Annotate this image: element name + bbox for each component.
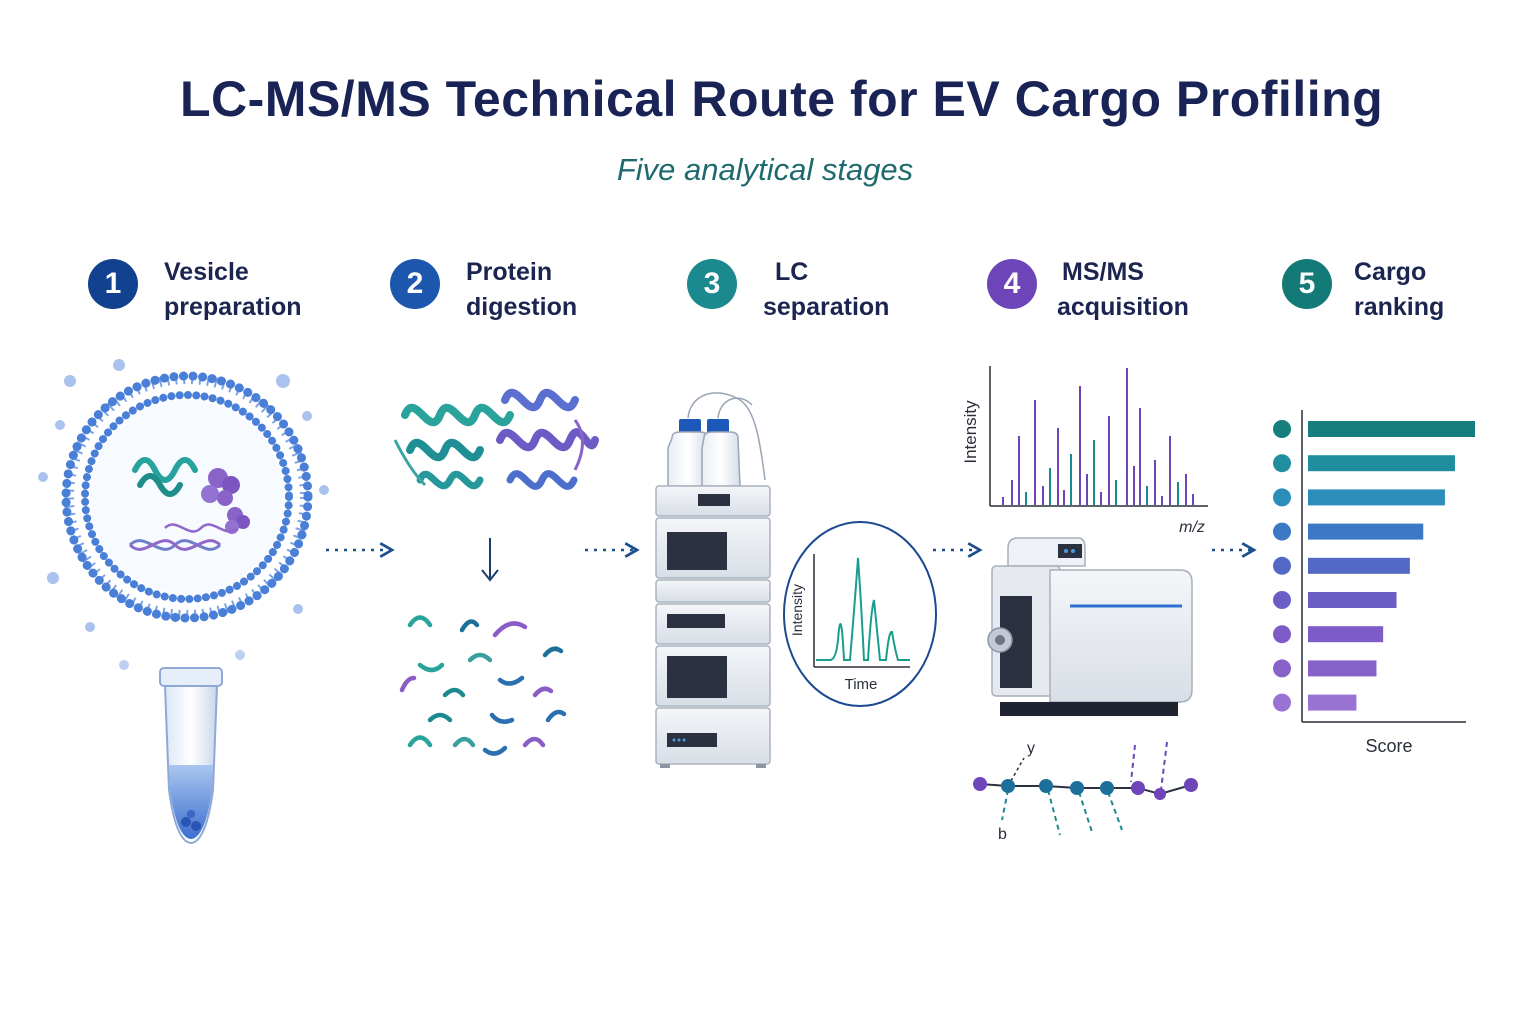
ranking-dot <box>1273 659 1291 678</box>
ranking-bar <box>1308 592 1397 608</box>
ranking-dot <box>1273 556 1291 575</box>
step-5-badge: 5 <box>1282 259 1332 309</box>
step-3-badge: 3 <box>687 259 737 309</box>
step-4-label: MS/MS acquisition <box>1057 255 1189 325</box>
step-5-label: Cargo ranking <box>1354 255 1444 325</box>
step-2: 2 Protein digestion <box>390 255 577 325</box>
ranking-chart: Score <box>1273 410 1475 756</box>
page-title: LC-MS/MS Technical Route for EV Cargo Pr… <box>180 71 1384 127</box>
lc-instrument <box>655 392 771 768</box>
step-1-label-line1: Vesicle <box>164 258 249 286</box>
step-4-label-line1: MS/MS <box>1062 258 1144 286</box>
ranking-dot <box>1273 488 1291 507</box>
vesicle-illustration <box>38 359 329 670</box>
spectrum-y-label: Intensity <box>961 400 980 464</box>
chromatogram-x-label: Time <box>845 676 878 693</box>
step-4-badge: 4 <box>987 259 1037 309</box>
ranking-dot <box>1273 625 1291 644</box>
ranking-bar <box>1308 626 1384 643</box>
step-1-label: Vesicle preparation <box>164 255 302 325</box>
ranking-dot <box>1273 454 1291 473</box>
step-4: 4 MS/MS acquisition <box>987 255 1189 325</box>
chromatogram-y-label: Intensity <box>789 584 805 636</box>
protein-illustration <box>393 388 599 490</box>
step-2-label-line2: digestion <box>466 293 578 321</box>
ranking-bar <box>1308 694 1357 711</box>
ranking-dot <box>1273 693 1291 712</box>
ranking-dot <box>1273 591 1291 609</box>
ranking-bar <box>1308 557 1410 574</box>
page-subtitle: Five analytical stages <box>616 152 914 187</box>
step-1-badge: 1 <box>88 259 138 309</box>
step-4-label-line2: acquisition <box>1057 293 1189 321</box>
step-3-label-line1: LC <box>775 258 809 286</box>
chromatogram-inset: Intensity Time <box>783 521 937 707</box>
step-2-label-line1: Protein <box>466 258 553 286</box>
ranking-bars <box>1273 420 1475 712</box>
spectrum-peaks <box>1002 368 1194 505</box>
ranking-dot <box>1273 522 1291 541</box>
step-1-label-line2: preparation <box>164 293 302 321</box>
step-3-label: LC separation <box>763 255 889 325</box>
sample-tube <box>159 667 223 845</box>
peptides-illustration <box>399 615 567 756</box>
spectrum-x-label: m/z <box>1179 519 1205 536</box>
step-2-badge: 2 <box>390 259 440 309</box>
digestion-arrow <box>481 538 499 582</box>
ranking-bar <box>1308 660 1377 677</box>
step-3-label-line2: separation <box>763 293 890 321</box>
step-5: 5 Cargo ranking <box>1282 255 1444 325</box>
ms-instrument <box>987 537 1193 716</box>
ms-spectrum: Intensity m/z <box>961 366 1208 536</box>
ranking-bar <box>1308 489 1445 506</box>
ranking-bar <box>1308 421 1475 437</box>
ranking-bar <box>1308 455 1455 472</box>
fragment-y-label: y <box>1027 740 1035 757</box>
step-5-label-line2: ranking <box>1354 293 1445 321</box>
step-5-label-line1: Cargo <box>1354 258 1427 286</box>
ranking-bar <box>1308 523 1424 540</box>
ranking-x-label: Score <box>1365 736 1412 756</box>
step-2-label: Protein digestion <box>466 255 577 325</box>
chromatogram-trace <box>816 557 910 661</box>
ranking-dot <box>1273 420 1291 438</box>
fragmentation-diagram: y b <box>973 740 1198 843</box>
fragment-b-label: b <box>998 826 1007 843</box>
step-3: 3 LC separation <box>687 255 889 325</box>
step-1: 1 Vesicle preparation <box>88 255 302 325</box>
